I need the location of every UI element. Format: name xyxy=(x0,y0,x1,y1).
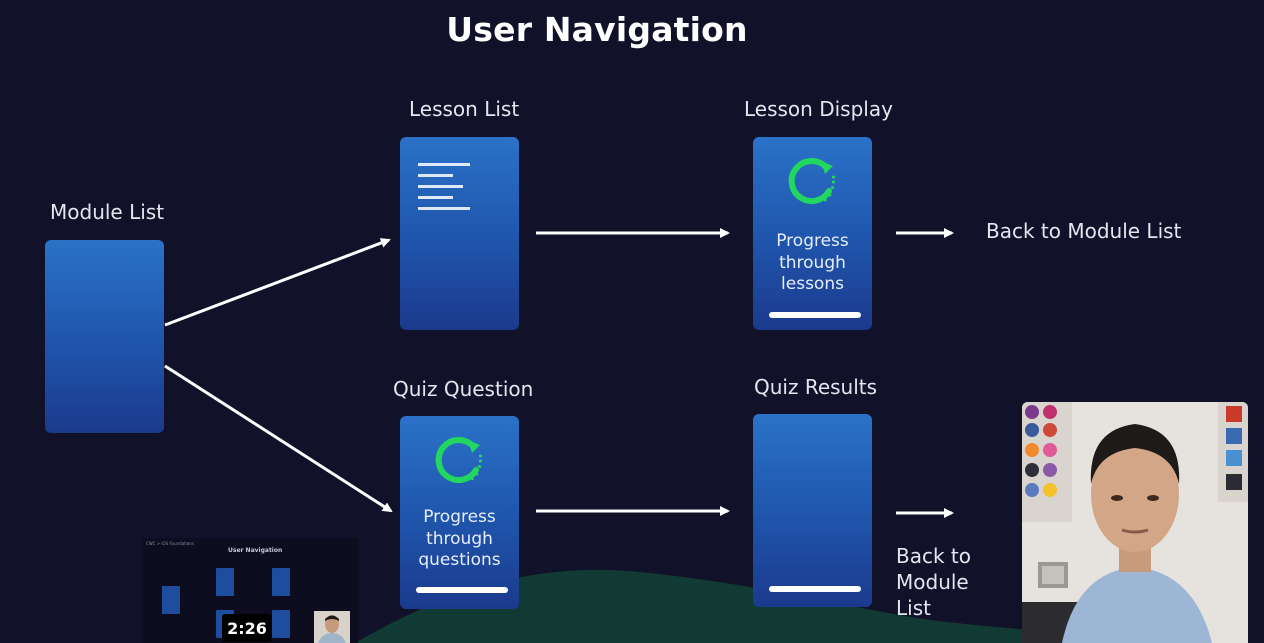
video-timestamp: 2:26 xyxy=(222,614,272,642)
thumbnail-box xyxy=(162,586,180,614)
progress-spinner-icon xyxy=(788,158,835,204)
lesson-display-label: Lesson Display xyxy=(744,97,893,121)
lesson-list-label: Lesson List xyxy=(409,97,520,121)
thumbnail-breadcrumb: CWC > iOS Foundations xyxy=(146,541,194,546)
text-lines-icon xyxy=(418,163,470,218)
lesson-display-screen: Progress through lessons xyxy=(753,137,872,330)
page-title: User Navigation xyxy=(446,10,748,49)
module-list-label: Module List xyxy=(50,200,165,224)
quiz-results-screen xyxy=(753,414,872,607)
thumbnail-title: User Navigation xyxy=(228,547,283,554)
arrow-module-to-quiz xyxy=(164,364,393,513)
quiz-question-label: Quiz Question xyxy=(393,377,534,401)
back-to-module-list-text: Back to Module List xyxy=(986,219,1182,243)
quiz-question-screen: Progress through questions xyxy=(400,416,519,609)
quiz-results-label: Quiz Results xyxy=(754,375,878,399)
progress-spinner-icon xyxy=(435,437,482,483)
thumbnail-box xyxy=(216,568,234,596)
lesson-list-screen xyxy=(400,137,519,330)
arrow-module-to-lesson xyxy=(164,238,391,327)
results-bar xyxy=(769,586,861,592)
quiz-progress-bar xyxy=(416,587,508,593)
module-list-screen xyxy=(45,240,164,433)
back-to-module-list-text-bottom: Back to Module List xyxy=(896,544,971,620)
presenter-webcam xyxy=(1022,402,1248,643)
lesson-progress-text: Progress through lessons xyxy=(776,231,849,294)
thumbnail-presenter xyxy=(314,611,350,643)
thumbnail-box xyxy=(272,610,290,638)
thumbnail-box xyxy=(272,568,290,596)
quiz-progress-text: Progress through questions xyxy=(418,507,501,570)
lesson-progress-bar xyxy=(769,312,861,318)
